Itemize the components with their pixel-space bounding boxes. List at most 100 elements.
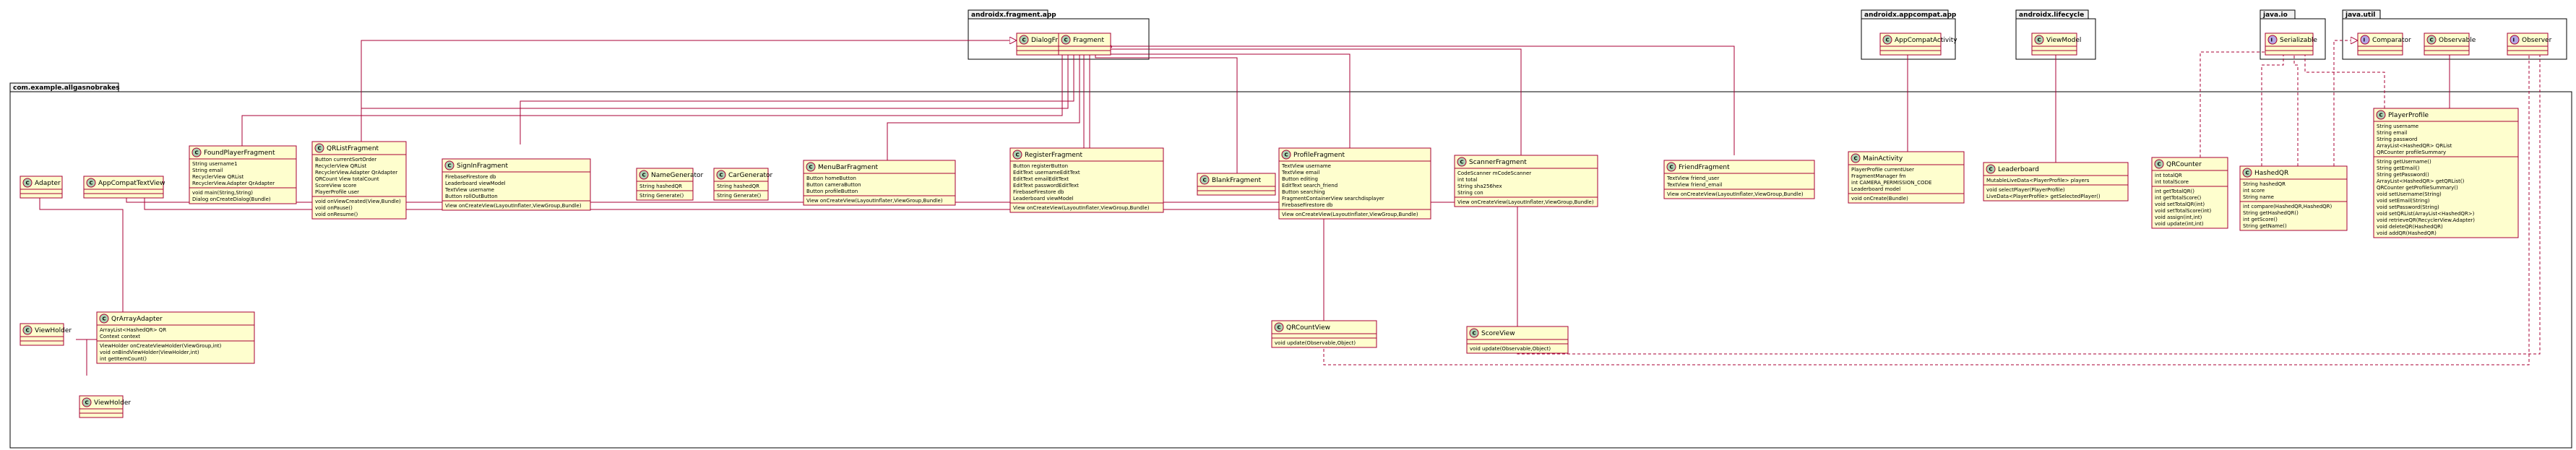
class-name: SignInFragment <box>457 163 508 170</box>
class-badge-letter: C <box>2430 38 2434 43</box>
class-badge-icon <box>1469 328 1479 338</box>
class-badge-icon <box>2242 168 2252 178</box>
class-name: QRListFragment <box>327 145 379 152</box>
class-method: int getTotalQR() <box>2155 189 2194 194</box>
class-method: Dialog onCreateDialog(Bundle) <box>192 196 271 202</box>
class-method: String Generate() <box>717 193 762 199</box>
class-field: Button currentSortOrder <box>315 157 376 163</box>
class-badge-icon <box>1281 150 1291 160</box>
class-box <box>803 160 956 206</box>
class-badge-letter: C <box>1022 38 1026 43</box>
class-field: ArrayList<HashedQR> QR <box>100 327 166 333</box>
class-name: RegisterFragment <box>1025 152 1083 159</box>
class-method: View onCreateView(LayoutInflater,ViewGro… <box>806 198 943 204</box>
class-field: String hashedQR <box>717 183 759 189</box>
class-box <box>189 145 297 204</box>
class-field: Button rollOutButton <box>445 194 498 199</box>
class-box <box>1009 147 1164 213</box>
class-field: int CAMERA_PERMISSION_CODE <box>1851 180 1931 186</box>
class-field: Button profileButton <box>806 189 858 194</box>
class-name: Comparator <box>2372 37 2411 44</box>
class-method: View onCreateView(LayoutInflater,ViewGro… <box>1282 212 1418 217</box>
class-badge-icon <box>191 147 202 157</box>
class-badge-letter: C <box>2379 113 2383 118</box>
class-field: RecyclerView QRList <box>192 174 244 180</box>
class-badge-letter: C <box>1886 38 1890 43</box>
class-field: TextView email <box>1281 170 1319 176</box>
class-badge-icon <box>99 313 109 324</box>
package-lifecycle: androidx.lifecycle <box>2015 9 2096 60</box>
class-badge-icon <box>1457 157 1467 167</box>
class-badge-icon <box>314 143 324 153</box>
class-field: EditText search_friend <box>1282 183 1337 189</box>
class-field: Button homeButton <box>806 176 856 181</box>
class-badge-letter: C <box>1473 331 1476 337</box>
class-box <box>1663 160 1815 199</box>
class-box <box>1278 147 1431 220</box>
class-name: AppCompatActivity <box>1895 37 1957 44</box>
class-badge-letter: C <box>720 173 723 178</box>
package-java-io-title: java.io <box>2262 12 2288 19</box>
class-badge-letter: I <box>2513 38 2515 43</box>
class-field: String username1 <box>192 161 238 167</box>
class-box <box>2373 108 2519 238</box>
class-name: ScoreView <box>1481 330 1515 337</box>
class-comparator: I Comparator <box>2357 33 2411 56</box>
class-badge-icon <box>2034 35 2044 45</box>
class-field: int totalScore <box>2155 179 2189 185</box>
class-badge-letter: I <box>2364 38 2366 43</box>
class-method: void onCreate(Bundle) <box>1851 196 1908 202</box>
class-name: NameGenerator <box>651 172 704 179</box>
class-badge-letter: C <box>1460 160 1464 165</box>
class-badge-letter: C <box>809 165 813 170</box>
class-badge-icon <box>82 397 92 407</box>
package-java-io: java.io <box>2260 9 2326 60</box>
class-box <box>83 176 164 199</box>
class-name: QRCountView <box>1286 324 1330 332</box>
class-method: void addQR(HashedQR) <box>2377 230 2437 236</box>
class-name: ViewModel <box>2046 37 2081 44</box>
class-field: QRCounter profileSummary <box>2377 150 2446 155</box>
class-badge-icon <box>2426 35 2437 45</box>
class-field: String email <box>2377 130 2407 136</box>
class-field: Context context <box>100 334 140 339</box>
class-box <box>1197 173 1276 196</box>
class-method: void selectPlayer(PlayerProfile) <box>1986 187 2065 193</box>
class-method: void setTotalScore(int) <box>2155 208 2212 214</box>
class-badge-letter: C <box>26 181 30 186</box>
class-method: void assign(int,int) <box>2155 215 2202 220</box>
class-field: int score <box>2243 188 2265 194</box>
class-field: FragmentContainerView searchdisplayer <box>1282 196 1384 202</box>
class-badge-icon <box>716 170 726 180</box>
class-name: FriendFragment <box>1679 164 1730 171</box>
class-badge-letter: C <box>103 316 106 322</box>
class-badge-icon <box>1019 35 1029 45</box>
class-field: FragmentManager fm <box>1851 173 1906 179</box>
class-field: PlayerProfile user <box>315 189 359 195</box>
class-field: TextView friend_email <box>1666 182 1722 188</box>
class-badge-icon <box>1012 150 1022 160</box>
class-badge-letter: C <box>1285 152 1288 158</box>
class-method: void setQRList(ArrayList<HashedQR>) <box>2377 211 2475 217</box>
class-badge-icon <box>1274 322 1284 332</box>
class-name: HashedQR <box>2254 170 2288 177</box>
class-field: RecyclerView.Adapter QrAdapter <box>315 170 397 176</box>
class-field: Leaderboard viewModel <box>445 181 506 186</box>
class-name: Observer <box>2522 37 2552 44</box>
class-field: FirebaseFirestore db <box>445 174 496 180</box>
class-name: QRCounter <box>2166 161 2202 168</box>
class-box <box>1983 162 2129 202</box>
package-java-util-title: java.util <box>2345 12 2375 19</box>
class-badge-icon <box>1986 164 1996 174</box>
class-name: ScannerFragment <box>1469 159 1527 166</box>
